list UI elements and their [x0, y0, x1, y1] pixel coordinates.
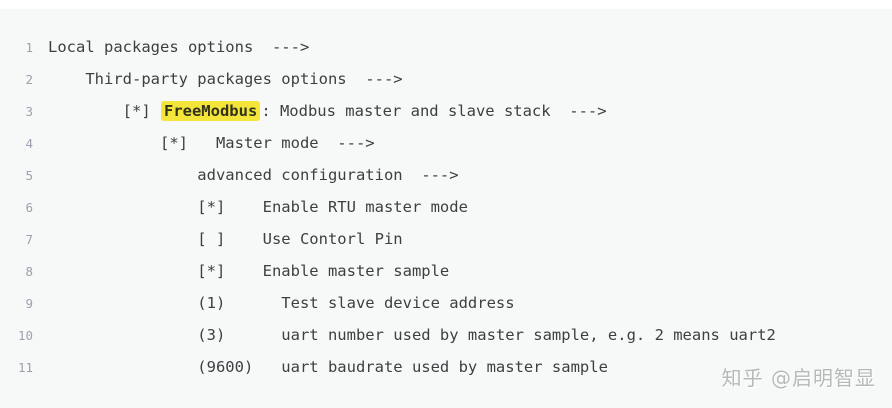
code-line: 4 [*] Master mode ---> [0, 127, 892, 159]
line-text: [*] Enable master sample [48, 262, 450, 280]
code-line: 3 [*] FreeModbus: Modbus master and slav… [0, 95, 892, 127]
line-number: 1 [25, 40, 33, 55]
line-text: [*] FreeModbus: Modbus master and slave … [48, 101, 607, 121]
line-text: Third-party packages options ---> [48, 70, 403, 88]
line-number: 2 [25, 72, 33, 87]
line-text: [*] Master mode ---> [48, 134, 375, 152]
code-line: 11 (9600) uart baudrate used by master s… [0, 351, 892, 383]
line-number: 5 [25, 168, 33, 183]
watermark-zhihu: 知乎 @启明智显 [721, 366, 876, 390]
code-line: 2 Third-party packages options ---> [0, 63, 892, 95]
line-text: [*] Enable RTU master mode [48, 198, 468, 216]
line-text: advanced configuration ---> [48, 166, 459, 184]
line-number: 3 [25, 104, 33, 119]
line-number: 6 [25, 200, 33, 215]
line-number: 11 [17, 360, 33, 375]
code-block: 1 Local packages options ---> 2 Third-pa… [0, 9, 892, 408]
line-number: 4 [25, 136, 33, 151]
line-text: (3) uart number used by master sample, e… [48, 326, 776, 344]
line-number: 7 [25, 232, 33, 247]
code-lines-container: 1 Local packages options ---> 2 Third-pa… [0, 9, 892, 383]
code-line: 9 (1) Test slave device address [0, 287, 892, 319]
highlight-token: FreeModbus [160, 101, 261, 121]
line-text: (1) Test slave device address [48, 294, 515, 312]
line-number: 10 [17, 328, 33, 343]
code-line: 7 [ ] Use Contorl Pin [0, 223, 892, 255]
code-line: 6 [*] Enable RTU master mode [0, 191, 892, 223]
code-line: 1 Local packages options ---> [0, 31, 892, 63]
line-number: 9 [25, 296, 33, 311]
line-number: 8 [25, 264, 33, 279]
line-text: [ ] Use Contorl Pin [48, 230, 403, 248]
code-line: 10 (3) uart number used by master sample… [0, 319, 892, 351]
line-text: (9600) uart baudrate used by master samp… [48, 358, 608, 376]
code-line: 5 advanced configuration ---> [0, 159, 892, 191]
code-line: 8 [*] Enable master sample [0, 255, 892, 287]
line-text: Local packages options ---> [48, 38, 310, 56]
